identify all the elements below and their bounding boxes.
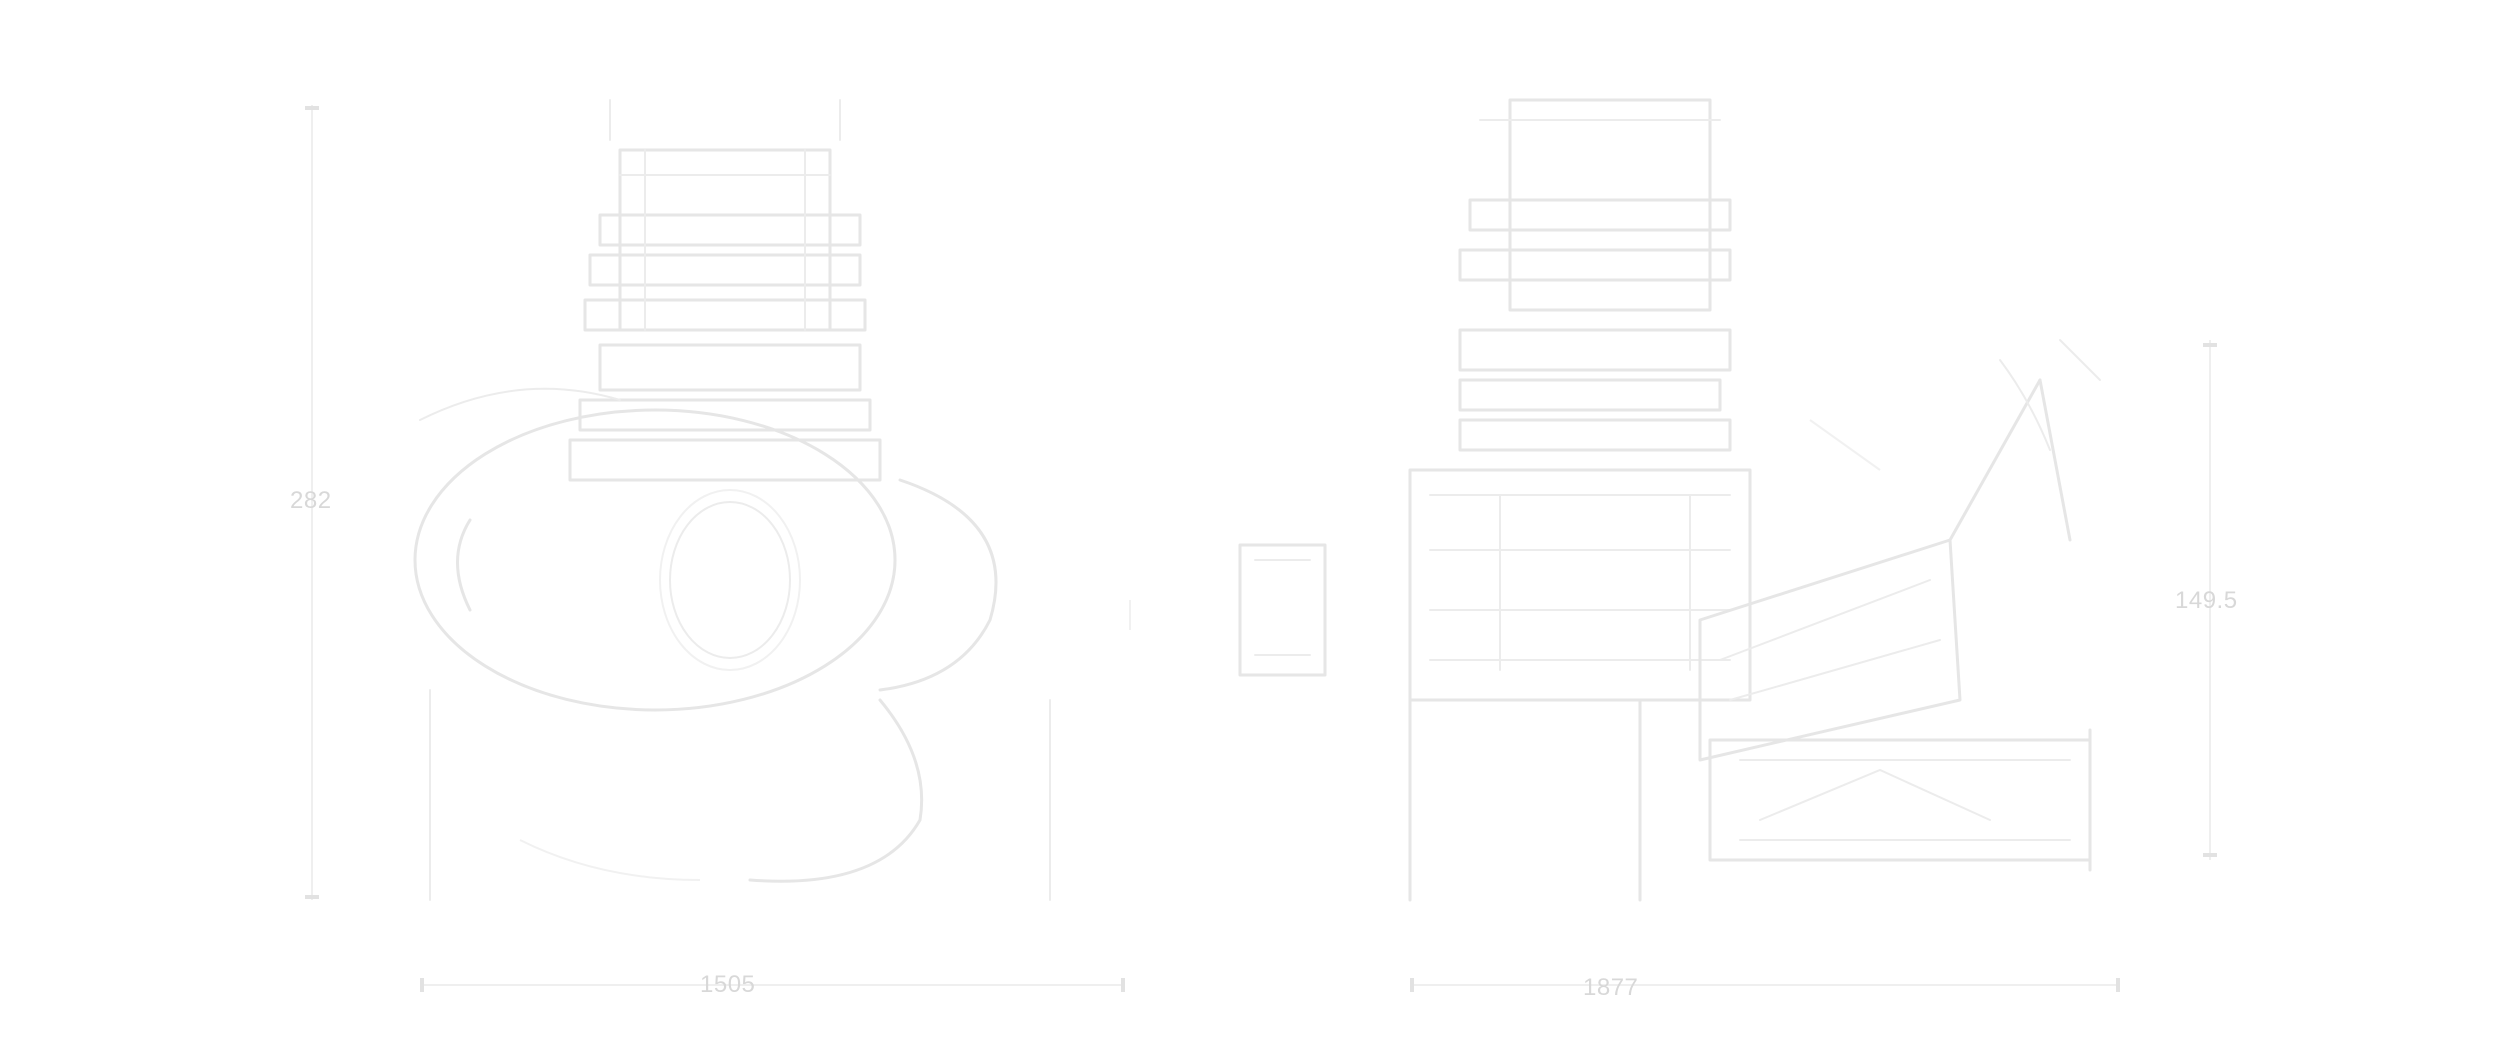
right-height-label: 149.5 bbox=[2175, 587, 2238, 614]
left-tower-body bbox=[568, 99, 882, 482]
left-elevation-view bbox=[305, 99, 1125, 992]
left-width-dimension-line bbox=[420, 978, 1125, 992]
right-pipe-frame bbox=[1698, 339, 2101, 762]
right-width-label: 1877 bbox=[1583, 974, 1638, 1001]
right-tower-body bbox=[1408, 98, 1752, 702]
left-width-label: 1505 bbox=[700, 971, 755, 998]
right-elevation-view bbox=[1408, 98, 2217, 992]
left-tank bbox=[413, 387, 998, 883]
right-width-dimension-line bbox=[1410, 978, 2120, 992]
right-lower-frame bbox=[1408, 698, 2092, 902]
left-base bbox=[429, 689, 1051, 901]
connector-detail bbox=[1129, 543, 1327, 677]
left-height-label: 282 bbox=[290, 487, 332, 514]
left-height-dimension-line bbox=[305, 105, 319, 900]
right-height-dimension-line bbox=[2203, 340, 2217, 860]
